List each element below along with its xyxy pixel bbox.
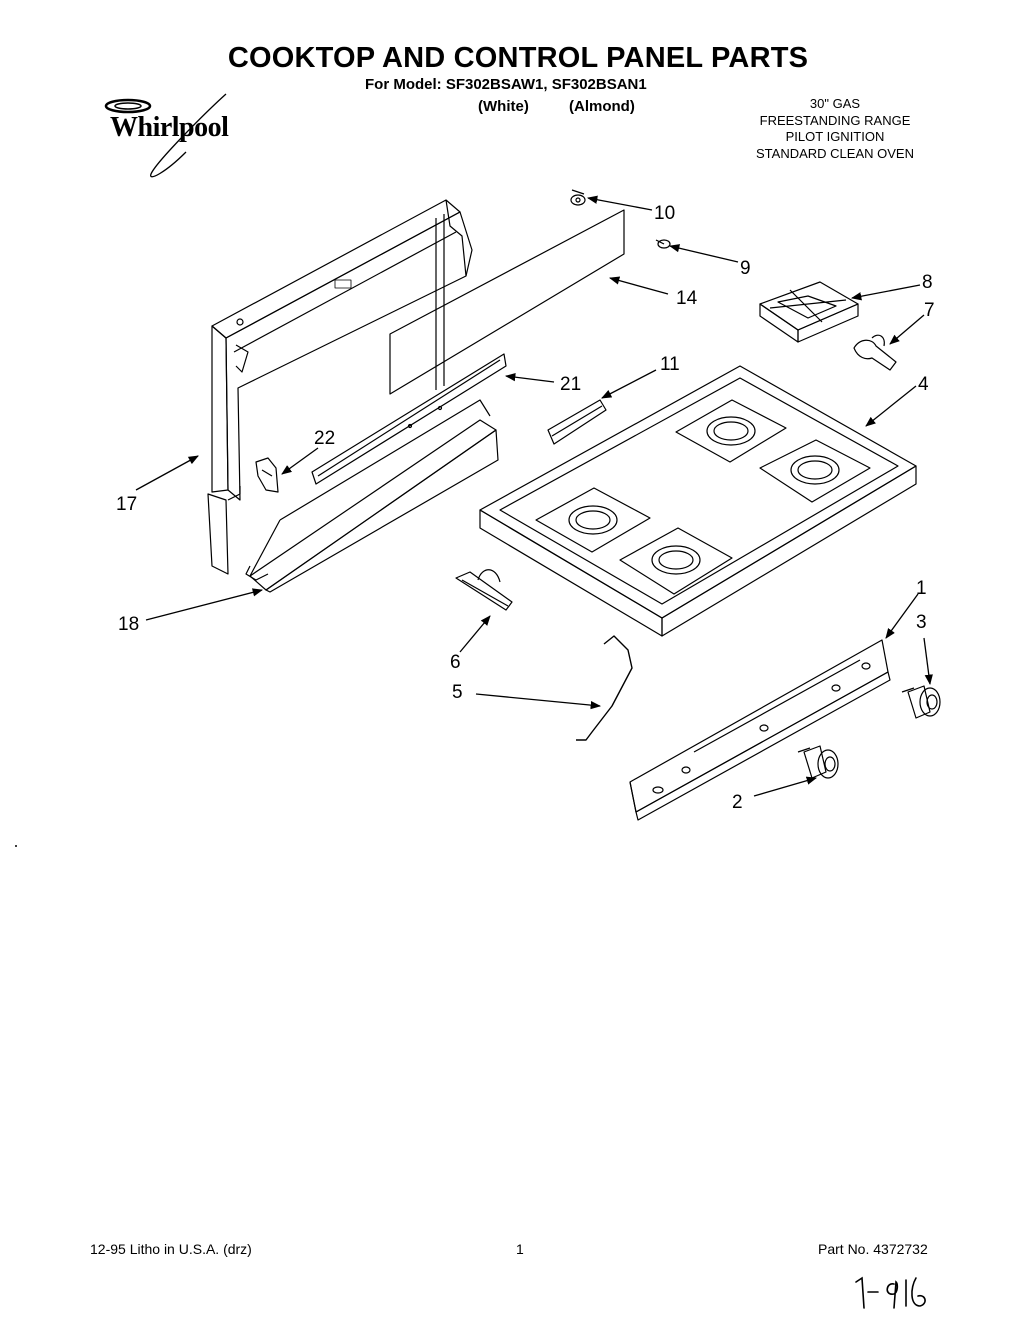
callout-11: 11 [660,354,680,375]
part-22-clip [255,457,279,493]
whirlpool-logo: Whirlpool [96,92,256,182]
callout-21: 21 [560,374,581,395]
page-title: COOKTOP AND CONTROL PANEL PARTS [227,42,809,74]
callout-18: 18 [118,614,139,635]
model-variants: (White) (Almond) [478,98,635,115]
callout-5: 5 [452,682,463,703]
part-2-knob [797,745,839,779]
callout-labels: 10 9 14 8 7 4 11 21 22 17 18 6 5 1 3 2 [116,203,935,813]
part-3-knob [901,685,941,719]
callout-22: 22 [314,428,335,449]
page-number: 1 [516,1241,524,1257]
part-number: Part No. 4372732 [818,1241,928,1257]
callout-9: 9 [740,258,751,279]
part-4-cooktop [479,365,917,637]
part-5-pilot-tube [576,635,633,741]
variant-almond: (Almond) [569,98,635,115]
part-17-side-frame [207,199,473,575]
desc-line-2: FREESTANDING RANGE [759,112,911,128]
callout-7: 7 [924,300,935,321]
part-11-bracket [547,399,607,445]
callout-3: 3 [916,612,927,633]
callout-14: 14 [676,288,698,309]
part-9-screw [655,239,671,249]
callout-6: 6 [450,652,461,673]
callout-10: 10 [654,203,675,224]
desc-line-1: 30" GAS [809,96,861,111]
callout-4: 4 [918,374,929,395]
logo-swoosh-icon [104,93,227,178]
part-14-overlay [389,209,625,395]
part-6-bracket [455,569,513,611]
variant-white: (White) [478,98,529,115]
logo-wordmark: Whirlpool [110,112,229,143]
part-18-trim-channel [245,399,499,593]
callout-2: 2 [732,792,743,813]
range-description: 30" GAS FREESTANDING RANGE PILOT IGNITIO… [735,96,935,162]
leader-lines [135,195,933,797]
handwritten-note [855,1276,926,1309]
callout-17: 17 [116,494,137,515]
desc-line-3: PILOT IGNITION [785,129,885,144]
part-7-pilot-bracket [853,334,897,371]
print-info: 12-95 Litho in U.S.A. (drz) [90,1241,252,1257]
margin-mark [15,845,17,847]
model-line: For Model: SF302BSAW1, SF302BSAN1 [365,76,647,93]
part-8-grate [759,281,859,343]
callout-8: 8 [922,272,933,293]
desc-line-4: STANDARD CLEAN OVEN [756,145,914,161]
callout-1: 1 [916,578,927,599]
part-1-manifold-panel [629,639,891,821]
part-21-strip [311,353,507,485]
part-10-fastener [570,189,586,206]
